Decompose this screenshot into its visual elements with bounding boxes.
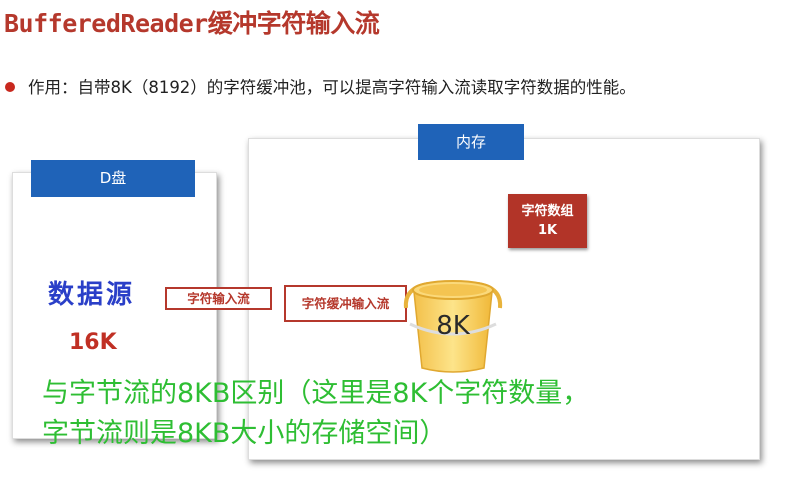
buffered-char-input-stream: 字符缓冲输入流 (284, 285, 407, 322)
char-array-size: 1K (537, 223, 558, 238)
difference-note-line-2: 字节流则是8KB大小的存储空间） (42, 418, 447, 449)
bucket-icon (403, 280, 503, 373)
bullet-dot-icon (5, 82, 15, 92)
memory-label: 内存 (418, 124, 524, 160)
char-input-stream: 字符输入流 (165, 287, 272, 310)
page-title: BufferedReader缓冲字符输入流 (4, 9, 380, 38)
data-source-size: 16K (69, 330, 117, 355)
difference-note: 与字节流的8KB区别（这里是8K个字符数量， 字节流则是8KB大小的存储空间） (42, 374, 589, 454)
disk-label: D盘 (31, 160, 195, 197)
char-array-label: 字符数组 (521, 204, 574, 219)
data-source-text: 数据源 (48, 280, 136, 310)
bucket-capacity-label: 8K (436, 311, 470, 341)
bullet-description: 作用：自带8K（8192）的字符缓冲池，可以提高字符输入流读取字符数据的性能。 (28, 78, 636, 97)
difference-note-line-1: 与字节流的8KB区别（这里是8K个字符数量， (42, 378, 590, 409)
char-array-box: 字符数组 1K (508, 194, 587, 248)
